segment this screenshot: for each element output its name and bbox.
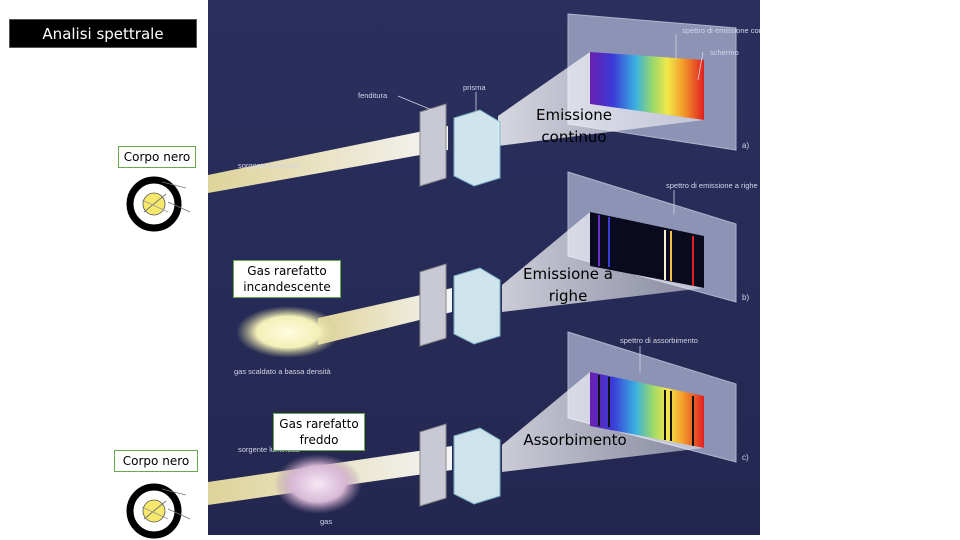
callout-corpo-nero-bottom: Corpo nero: [114, 450, 198, 472]
black-body-icon: [124, 172, 200, 232]
callout-gas-freddo: Gas rarefatto freddo: [273, 413, 365, 451]
label-gas: gas: [320, 517, 332, 526]
emission-line-violet: [598, 215, 600, 266]
emission-line-white: [664, 230, 666, 280]
label-sorgente-top: sorgente luminosa: [238, 161, 300, 170]
label-gas-scaldato: gas scaldato a bassa densità: [234, 367, 332, 376]
emission-line-red: [692, 236, 694, 286]
label-spettro-righe: spettro di emissione a righe: [666, 181, 758, 190]
absorption-line-5: [692, 396, 694, 446]
absorption-line-2: [608, 377, 610, 427]
cold-gas-cloud: [274, 454, 362, 514]
absorption-line-4: [670, 391, 672, 441]
absorption-line-3: [664, 390, 666, 440]
label-b: b): [742, 293, 749, 302]
label-fenditura: fenditura: [358, 91, 388, 100]
prism-a: [454, 110, 500, 186]
emission-line-yellow: [670, 231, 672, 281]
slit-a: [420, 104, 446, 186]
label-a: a): [742, 141, 749, 150]
label-c: c): [742, 453, 749, 462]
overlay-emissione-continuo: Emissione continuo: [522, 105, 626, 149]
callout-gas-incandescente: Gas rarefatto incandescente: [233, 260, 341, 298]
overlay-emissione-righe: Emissione a righe: [518, 264, 618, 308]
prism-c: [454, 428, 500, 504]
slide-title: Analisi spettrale: [9, 19, 197, 48]
slit-b: [420, 264, 446, 346]
callout-corpo-nero-top: Corpo nero: [118, 146, 196, 168]
label-prisma: prisma: [463, 83, 486, 92]
label-schermo: schermo: [710, 48, 739, 57]
absorption-line-1: [598, 375, 600, 426]
overlay-assorbimento: Assorbimento: [515, 430, 635, 452]
slit-c: [420, 424, 446, 506]
label-spettro-assorbimento: spettro di assorbimento: [620, 336, 698, 345]
prism-b: [454, 268, 500, 344]
label-spettro-continuo: spettro di emissione continuo: [682, 26, 760, 35]
hot-gas-glow: [236, 306, 340, 358]
black-body-icon: [124, 479, 200, 539]
emission-line-blue: [608, 217, 610, 267]
